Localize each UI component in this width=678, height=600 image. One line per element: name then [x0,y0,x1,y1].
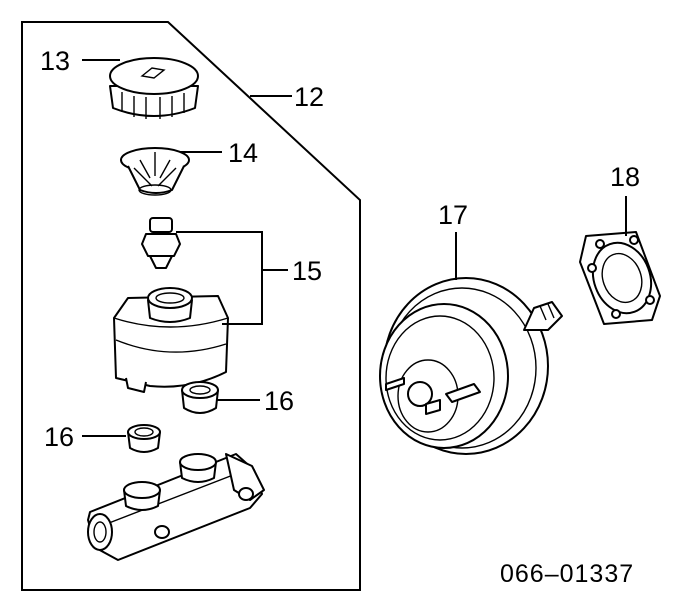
reservoir-tank [113,287,229,393]
leader-lines [82,59,627,437]
reservoir-grommet [141,217,181,269]
callout-16-lower: 16 [44,422,74,452]
reservoir-strainer [120,147,190,196]
booster-gasket [579,231,661,325]
callout-14: 14 [228,138,258,168]
callout-17: 17 [438,200,468,230]
callout-15: 15 [292,256,322,286]
assembly-frame [21,21,361,591]
master-cylinder-body [87,453,265,561]
callouts: 13 12 14 15 16 16 17 18 [40,46,640,452]
grommet-lower [127,424,161,453]
diagram-code: 066–01337 [500,560,634,588]
callout-13: 13 [40,46,70,76]
reservoir-cap [109,57,199,119]
grommet-upper [181,381,219,414]
brake-booster [379,277,563,455]
leader-15 [176,231,288,325]
callout-18: 18 [610,162,640,192]
callout-16-upper: 16 [264,386,294,416]
callout-12: 12 [294,82,324,112]
